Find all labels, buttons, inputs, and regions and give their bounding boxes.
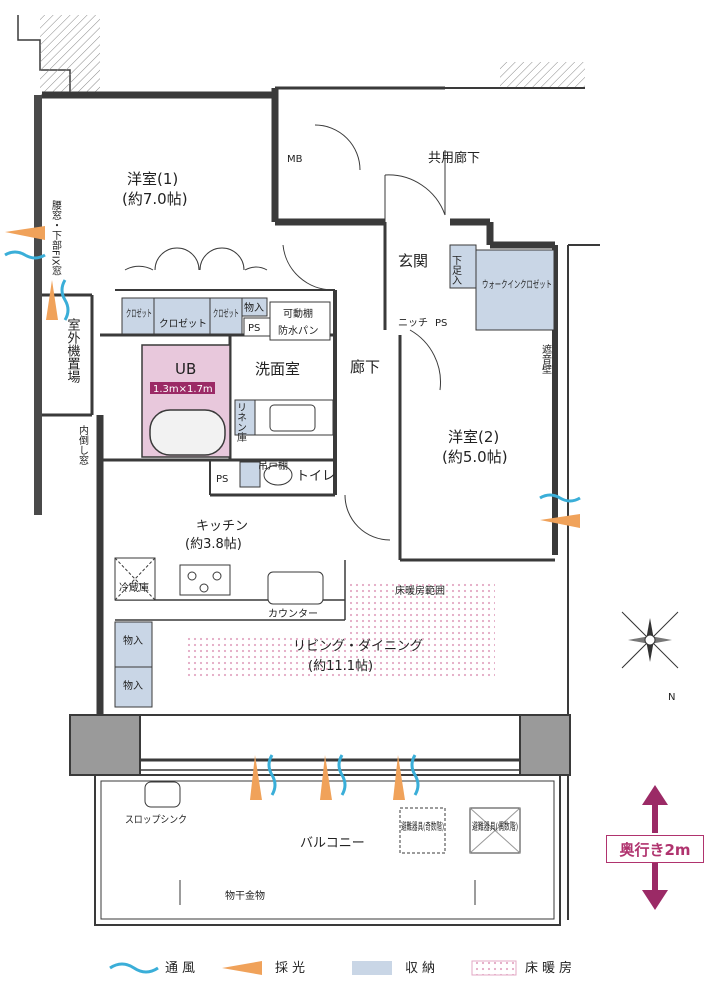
western1-name: 洋室(1)	[127, 170, 178, 188]
clothes-dryer-label: 物干金物	[225, 889, 265, 902]
sound-wall-label: 遮音壁	[540, 343, 552, 374]
waterproof-pan-label: 防水パン	[278, 324, 319, 337]
counter-label: カウンター	[268, 608, 318, 620]
ub-size-label: 1.3m×1.7m	[153, 384, 213, 395]
western2-name: 洋室(2)	[448, 428, 499, 446]
living-name: リビング・ダイニング	[293, 639, 423, 654]
living-size: (約11.1帖)	[308, 659, 373, 674]
washroom-label: 洗面室	[255, 360, 300, 378]
heating-area-right	[350, 580, 495, 680]
legend-daylight: 採光	[275, 960, 310, 976]
storage1-area	[114, 621, 153, 668]
kitchen-name: キッチン	[196, 519, 248, 534]
western1-size: (約7.0帖)	[122, 190, 188, 208]
room-labels: 洋室(1) (約7.0帖) 洋室(2) (約5.0帖) 共用廊下 MB 玄関 下…	[50, 150, 676, 902]
kitchen-size: (約3.8帖)	[185, 537, 242, 552]
closet-c-area	[209, 297, 243, 335]
legend-storage: 収納	[405, 960, 440, 976]
movable-shelf-label: 可動棚	[283, 307, 313, 320]
compass-north-label: N	[668, 692, 675, 703]
kitchen-sink	[267, 571, 324, 605]
small-storage-area	[241, 297, 268, 317]
inward-window-label: 内倒し窓	[77, 424, 89, 465]
heating-area-left	[185, 635, 350, 680]
ventilation-legend-icon	[109, 962, 159, 974]
niche-label: ニッチ	[398, 317, 428, 329]
fridge-box	[114, 557, 156, 601]
daylight-legend-icon	[222, 961, 262, 975]
legend-glyphs	[109, 960, 517, 976]
closet-a-label: クロゼット	[126, 308, 152, 320]
vent-arrow-right	[539, 493, 581, 503]
mb-label: MB	[287, 154, 303, 165]
toilet-bowl	[263, 464, 293, 486]
toilet-label: トイレ	[296, 469, 335, 484]
column-left	[69, 714, 141, 776]
evac-even-label: 避難器具(偶数階)	[472, 820, 518, 833]
ps-label-wash: PS	[248, 323, 260, 334]
column-top-left	[40, 15, 100, 95]
balcony-label: バルコニー	[300, 836, 365, 851]
storage-legend-icon	[352, 961, 392, 975]
ps-label-entrance: PS	[435, 318, 447, 329]
hanging-shelf-area	[239, 461, 261, 488]
slop-sink-label: スロップシンク	[125, 814, 187, 826]
light-arrow-left	[5, 226, 45, 240]
evac-odd-label: 避難器具(奇数階)	[401, 820, 444, 833]
storage-areas	[114, 244, 555, 708]
ps-label-toilet: PS	[216, 474, 228, 485]
storage2-label: 物入	[123, 679, 143, 692]
walkin-label: ウォークインクロゼット	[482, 279, 552, 291]
floor-heating-areas	[185, 580, 495, 680]
depth-label: 奥行き2m	[606, 835, 704, 863]
unit-bath	[141, 344, 231, 458]
legend-floor-heating: 床暖房	[525, 960, 577, 976]
ps-box-1	[243, 317, 271, 337]
shoe-storage-area	[449, 244, 477, 289]
ub-size-banner	[150, 382, 215, 394]
linen-label: リネン庫	[235, 402, 247, 443]
vent-arrow-left	[4, 250, 46, 260]
entrance-label: 玄関	[398, 252, 428, 270]
ventilation-markers	[4, 226, 581, 800]
fridge-label: 冷蔵庫	[119, 581, 149, 594]
closet-a-area	[121, 297, 155, 335]
outdoor-unit-label: 室外機置場	[65, 317, 81, 383]
washroom-fixtures	[243, 301, 334, 486]
waist-window-label: 腰窓・下部FIX窓	[50, 200, 62, 276]
slop-sink-box	[144, 781, 181, 808]
storage2-area	[114, 666, 153, 708]
evac-odd-box	[399, 807, 446, 854]
legend: 通風 採光 収納 床暖房	[0, 950, 705, 980]
floor-heating-area-label: 床暖房範囲	[395, 584, 445, 597]
legend-ventilation: 通風	[165, 960, 200, 976]
kitchen-fixtures	[114, 557, 324, 605]
floor-heating-legend-icon	[471, 960, 517, 976]
compass-icon	[621, 611, 679, 669]
walls	[17, 15, 600, 926]
shoe-storage-label: 下足入	[450, 255, 462, 285]
small-storage-label: 物入	[244, 301, 264, 314]
common-corridor-label: 共用廊下	[428, 150, 480, 166]
walkin-area	[475, 249, 555, 331]
hallway-label: 廊下	[350, 358, 380, 376]
basin	[269, 404, 316, 432]
balcony-fixtures	[144, 781, 521, 905]
western2-size: (約5.0帖)	[442, 448, 508, 466]
column-right	[519, 714, 571, 776]
washer-shelf	[269, 301, 331, 341]
light-arrow-right	[540, 514, 580, 528]
ub-label: UB	[175, 360, 196, 378]
doors	[124, 124, 446, 541]
closet-c-label: クロゼット	[213, 308, 239, 320]
hanging-shelf-label: 吊戸棚	[258, 459, 288, 472]
column-top-right	[500, 62, 585, 87]
storage1-label: 物入	[123, 634, 143, 647]
depth-arrow	[642, 785, 668, 910]
closet-b-label: クロゼット	[159, 318, 207, 330]
